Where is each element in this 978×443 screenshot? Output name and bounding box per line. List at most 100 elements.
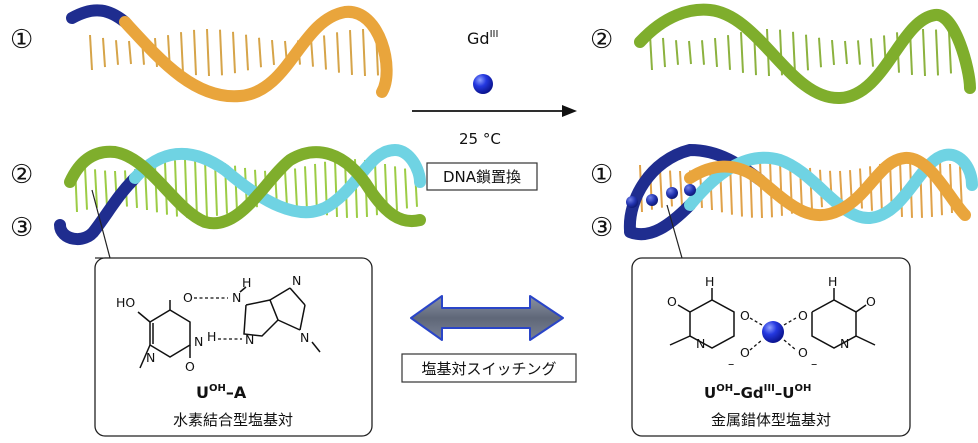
svg-text:H: H bbox=[828, 274, 837, 289]
svg-text:N: N bbox=[292, 273, 301, 288]
base-rung bbox=[404, 168, 408, 209]
gd-ion-icon bbox=[762, 321, 784, 343]
svg-text:O: O bbox=[740, 308, 750, 323]
svg-text:O: O bbox=[183, 290, 193, 305]
left-callout-line bbox=[91, 189, 111, 259]
hydrogen-bond-pair-caption: 水素結合型塩基対 bbox=[173, 411, 293, 429]
svg-text:O: O bbox=[866, 294, 876, 309]
base-rung bbox=[271, 39, 275, 66]
base-rung bbox=[935, 29, 939, 76]
base-rung bbox=[679, 170, 683, 207]
base-rung bbox=[323, 35, 327, 70]
right-callout-line bbox=[666, 204, 683, 259]
strand-label-1-mid-right: ① bbox=[590, 160, 613, 190]
base-rung bbox=[394, 166, 398, 211]
svg-text:O: O bbox=[740, 345, 750, 360]
base-rung bbox=[193, 29, 197, 76]
svg-text:–: – bbox=[811, 356, 817, 371]
temperature-label: 25 °C bbox=[459, 130, 501, 148]
base-rung bbox=[727, 35, 731, 70]
base-rung bbox=[675, 40, 679, 65]
svg-text:H: H bbox=[705, 274, 714, 289]
base-rung bbox=[662, 37, 666, 68]
base-rung bbox=[180, 32, 184, 73]
svg-text:N: N bbox=[146, 350, 155, 365]
svg-text:N: N bbox=[245, 332, 254, 347]
svg-text:O: O bbox=[798, 345, 808, 360]
base-rung bbox=[104, 170, 108, 207]
duplex-strand-2-3-left bbox=[54, 143, 426, 245]
metal-label: GdIII bbox=[467, 29, 498, 48]
uoh-a-structure: HO O N H N O N H N N N bbox=[116, 273, 321, 374]
svg-text:H: H bbox=[207, 329, 216, 344]
svg-text:N: N bbox=[300, 330, 309, 345]
base-rung bbox=[831, 39, 835, 66]
strand-label-1-top-left: ① bbox=[10, 25, 33, 55]
base-rung bbox=[94, 169, 98, 208]
metal-pair-caption: 金属錯体型塩基対 bbox=[711, 411, 831, 429]
base-rung bbox=[304, 166, 308, 211]
svg-text:–: – bbox=[728, 356, 734, 371]
base-rung bbox=[805, 34, 809, 71]
base-rung bbox=[284, 170, 288, 207]
svg-text:O: O bbox=[798, 308, 808, 323]
switching-label-box bbox=[401, 353, 577, 383]
hydrogen-bond-pair-box bbox=[94, 257, 373, 437]
base-rung bbox=[792, 31, 796, 74]
base-rung bbox=[740, 32, 744, 73]
base-rung bbox=[294, 168, 298, 209]
base-rung bbox=[219, 29, 223, 76]
base-rung bbox=[115, 40, 119, 65]
svg-text:N: N bbox=[840, 336, 849, 351]
svg-text:O: O bbox=[185, 359, 195, 374]
svg-text:O: O bbox=[667, 294, 677, 309]
base-rung bbox=[349, 29, 353, 76]
svg-text:H: H bbox=[242, 275, 251, 290]
base-rung bbox=[232, 31, 236, 74]
base-rung bbox=[948, 31, 952, 74]
process-label-box bbox=[426, 162, 538, 191]
process-label: DNA鎖置換 bbox=[443, 168, 521, 186]
base-rung bbox=[857, 40, 861, 65]
base-rung bbox=[245, 34, 249, 71]
base-rung bbox=[128, 40, 132, 65]
base-rung bbox=[362, 28, 366, 77]
svg-text:N: N bbox=[696, 336, 705, 351]
base-rung bbox=[779, 161, 783, 216]
svg-text:N: N bbox=[232, 290, 241, 305]
gd-ion-icon bbox=[473, 74, 493, 94]
base-rung bbox=[84, 167, 88, 210]
strand-2-single-right bbox=[634, 3, 976, 105]
base-rung bbox=[258, 37, 262, 68]
base-rung bbox=[818, 37, 822, 68]
reaction-arrow-icon bbox=[412, 105, 577, 117]
strand-1-single-left bbox=[66, 4, 393, 103]
metal-pair-box bbox=[631, 257, 911, 437]
uoh-gd-uoh-label: UOH–GdIII–UOH bbox=[704, 383, 811, 402]
base-rung bbox=[714, 38, 718, 67]
gd-ion-icon bbox=[684, 184, 696, 196]
base-rung bbox=[204, 159, 208, 218]
base-rung bbox=[194, 158, 198, 219]
uoh-gd-uoh-structure: H O N O O – O O – H O N bbox=[667, 274, 876, 371]
double-arrow-icon bbox=[410, 295, 564, 341]
base-rung bbox=[870, 38, 874, 67]
uoh-a-label: UOH–A bbox=[196, 383, 247, 402]
strand-label-3-mid-left: ③ bbox=[10, 213, 33, 243]
base-rung bbox=[336, 32, 340, 73]
gd-ion-icon bbox=[646, 194, 658, 206]
base-rung bbox=[701, 40, 705, 65]
base-rung bbox=[649, 34, 653, 71]
gd-ion-icon bbox=[626, 196, 638, 208]
gd-ion-icon bbox=[666, 187, 678, 199]
strand-label-2-top-right: ② bbox=[590, 25, 613, 55]
duplex-strand-1-3-right bbox=[623, 143, 978, 241]
base-rung bbox=[206, 28, 210, 77]
svg-text:N: N bbox=[194, 334, 203, 349]
strand-label-3-mid-right: ③ bbox=[590, 213, 613, 243]
base-rung bbox=[102, 37, 106, 68]
base-rung bbox=[659, 169, 663, 208]
switching-label: 塩基対スイッチング bbox=[421, 360, 556, 378]
base-rung bbox=[89, 34, 93, 71]
